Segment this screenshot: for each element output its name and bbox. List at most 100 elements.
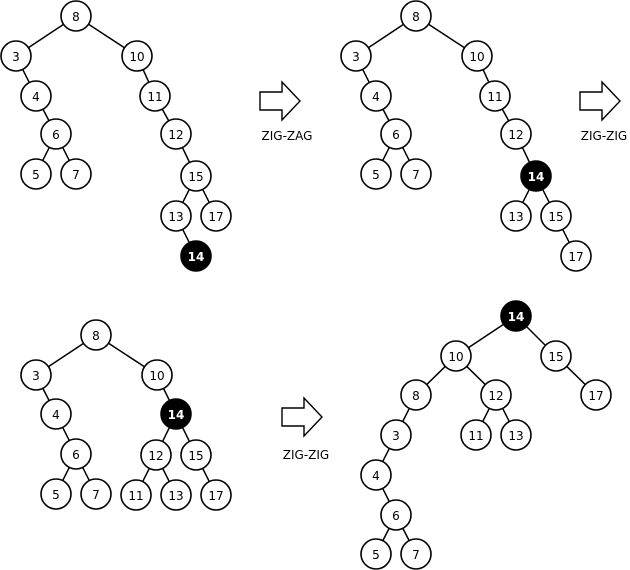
operation-zig-zag: ZIG-ZAG (259, 80, 313, 143)
node-circle (360, 80, 392, 112)
tree-node: 17 (200, 200, 232, 232)
node-label: 4 (52, 408, 60, 422)
tree-edge (502, 408, 510, 422)
tree-node: 10 (141, 359, 173, 391)
node-label: 3 (352, 50, 360, 64)
node-circle (480, 379, 512, 411)
node-label: 6 (392, 509, 400, 523)
tree-edge (466, 365, 486, 386)
node-circle (40, 398, 72, 430)
tree-node: 12 (160, 118, 192, 150)
tree-edge (161, 108, 170, 122)
tree-edge (62, 467, 70, 481)
node-circle (540, 340, 572, 372)
tree-edge (402, 147, 410, 161)
node-circle (120, 479, 152, 511)
node-label: 5 (372, 168, 380, 182)
node-label: 13 (508, 210, 523, 224)
right-arrow-icon (259, 80, 301, 122)
tree-edge (501, 108, 510, 122)
operation-label: ZIG-ZAG (262, 129, 313, 143)
node-label: 15 (188, 449, 203, 463)
node-label: 17 (208, 489, 223, 503)
node-circle (20, 359, 52, 391)
node-label: 4 (32, 90, 40, 104)
tree-edge (482, 408, 490, 422)
node-label: 7 (412, 548, 420, 562)
tree-node: 10 (440, 340, 472, 372)
tree-edge (62, 427, 70, 441)
tree-edge (382, 488, 390, 502)
tree-edge (142, 468, 150, 482)
node-circle (340, 40, 372, 72)
node-circle (479, 80, 511, 112)
tree-edge (468, 323, 504, 349)
node-circle (180, 439, 212, 471)
node-label: 14 (508, 310, 525, 324)
node-circle (360, 459, 392, 491)
tree-edge (402, 408, 410, 422)
node-label: 4 (372, 469, 380, 483)
tree-node: 3 (20, 359, 52, 391)
node-circle (400, 0, 432, 32)
tree-edge (202, 189, 210, 203)
tree-node: 4 (360, 80, 392, 112)
node-circle (500, 300, 532, 332)
tree-edge (428, 23, 465, 49)
node-label: 13 (168, 210, 183, 224)
node-label: 11 (468, 429, 483, 443)
node-circle (520, 160, 552, 192)
node-circle (160, 118, 192, 150)
operation-label: ZIG-ZIG (581, 129, 627, 143)
tree-node: 13 (160, 200, 192, 232)
node-circle (200, 479, 232, 511)
tree-node: 8 (80, 319, 112, 351)
tree-edge (562, 229, 570, 243)
tree-node: 13 (160, 479, 192, 511)
node-circle (60, 0, 92, 32)
node-circle (180, 160, 212, 192)
node-label: 12 (508, 128, 523, 142)
node-label: 15 (548, 210, 563, 224)
node-label: 4 (372, 90, 380, 104)
node-label: 11 (487, 90, 502, 104)
tree-node: 5 (360, 538, 392, 570)
tree-edge (88, 23, 125, 49)
node-circle (20, 80, 52, 112)
tree-node: 17 (560, 240, 592, 272)
node-label: 8 (92, 329, 100, 343)
tree-node: 3 (380, 419, 412, 451)
tree-edge (382, 147, 390, 161)
tree-node: 12 (500, 118, 532, 150)
node-label: 14 (168, 408, 185, 422)
tree-node: 17 (580, 379, 612, 411)
node-circle (500, 118, 532, 150)
node-label: 17 (568, 250, 583, 264)
node-label: 8 (412, 389, 420, 403)
node-label: 14 (188, 250, 205, 264)
node-circle (360, 158, 392, 190)
tree-edge (526, 326, 546, 346)
node-label: 10 (469, 50, 484, 64)
node-circle (0, 40, 32, 72)
tree-edge (162, 468, 170, 482)
tree-edge (566, 365, 586, 386)
node-label: 10 (149, 369, 164, 383)
node-circle (461, 40, 493, 72)
tree-edge (382, 448, 390, 462)
tree-edge (42, 147, 50, 161)
tree-edge (48, 342, 84, 368)
node-circle (141, 359, 173, 391)
tree-edge (362, 69, 370, 83)
tree-node: 13 (500, 200, 532, 232)
node-circle (200, 200, 232, 232)
tree-node: 13 (500, 419, 532, 451)
tree-edge (28, 23, 64, 49)
tree-node: 6 (40, 118, 72, 150)
tree-edge (22, 69, 30, 83)
node-label: 12 (168, 128, 183, 142)
